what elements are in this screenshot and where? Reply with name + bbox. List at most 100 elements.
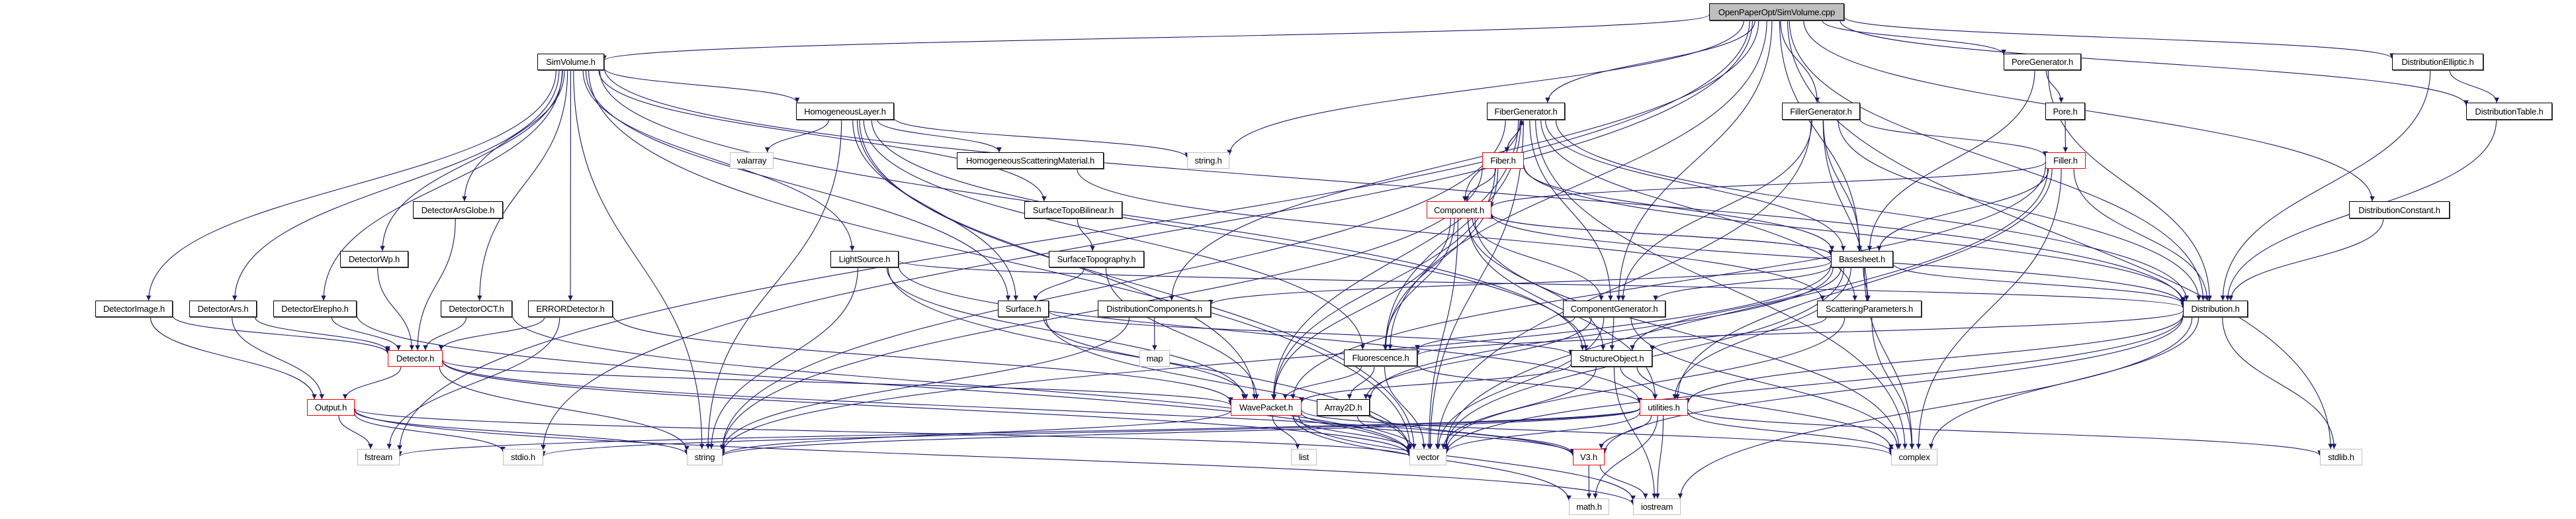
graph-node-componentgenerator[interactable]: ComponentGenerator.h — [1563, 301, 1666, 317]
graph-node-distribution[interactable]: Distribution.h — [2183, 301, 2248, 317]
graph-node-fibergenerator[interactable]: FiberGenerator.h — [1487, 103, 1565, 120]
edge-simvolume-to-surfacetopobilinear — [598, 70, 1047, 202]
graph-node-distributioncomponents[interactable]: DistributionComponents.h — [1098, 301, 1211, 317]
edge-simvolume-to-detectorarsglobe — [462, 70, 565, 202]
edge-fiber-to-basesheet — [1523, 166, 1835, 252]
graph-node-list: list — [1291, 449, 1317, 465]
graph-node-surfacetopography[interactable]: SurfaceTopography.h — [1049, 251, 1144, 267]
edge-componentgenerator-to-structureobject — [1609, 316, 1615, 351]
edge-surfacetopobilinear-to-surfacetopography — [1077, 218, 1095, 252]
graph-node-detectorars[interactable]: DetectorArs.h — [189, 301, 257, 317]
graph-node-v3[interactable]: V3.h — [1573, 449, 1605, 465]
graph-node-map: map — [1139, 350, 1170, 367]
edge-root-to-fibergenerator — [1545, 20, 1755, 103]
graph-node-array2d[interactable]: Array2D.h — [1317, 399, 1370, 416]
edge-errordetector-to-wavepacket — [612, 314, 1233, 402]
edge-homogeneouslayer-to-valarray — [764, 119, 829, 153]
edge-surface-to-structureobject — [1048, 310, 1574, 355]
edge-componentgenerator-to-complex — [1630, 316, 1900, 449]
edge-distributionconstant-to-distribution — [2228, 218, 2384, 301]
edge-surface-to-vector — [1045, 316, 1412, 451]
graph-node-lightsource[interactable]: LightSource.h — [830, 251, 899, 267]
edge-fillergenerator-to-basesheet — [1823, 119, 1863, 252]
edge-structureobject-to-vector — [1441, 366, 1597, 449]
edge-basesheet-to-string — [720, 264, 1832, 454]
graph-node-wavepacket[interactable]: WavePacket.h — [1231, 399, 1302, 416]
graph-node-output[interactable]: Output.h — [307, 399, 355, 416]
edge-detectorars-to-detector — [254, 316, 390, 352]
edge-structureobject-to-iostream — [1613, 366, 1658, 499]
edge-wavepacket-to-complex — [1301, 410, 1894, 456]
graph-node-fluorescence[interactable]: Fluorescence.h — [1344, 350, 1417, 366]
edge-fibergenerator-to-distribution — [1555, 119, 2190, 301]
edge-surfacetopography-to-surface — [1033, 267, 1085, 301]
graph-node-detectorarsglobe[interactable]: DetectorArsGlobe.h — [413, 201, 503, 218]
edge-root-to-simvolume — [601, 14, 1710, 61]
edge-root-to-fstream — [397, 20, 1750, 451]
graph-node-scatteringparameters[interactable]: ScatteringParameters.h — [1817, 301, 1922, 317]
edge-component-to-vector — [1426, 218, 1458, 449]
edge-utilities-to-fstream — [397, 408, 1640, 457]
edge-componentgenerator-to-array2d — [1363, 316, 1592, 400]
edge-array2d-to-vector — [1356, 415, 1417, 449]
edge-fiber-to-fibergenerator — [1506, 119, 1525, 153]
edge-output-to-vector — [354, 408, 1412, 457]
edge-detectorarsglobe-to-detector — [415, 218, 456, 351]
graph-node-component[interactable]: Component.h — [1427, 201, 1491, 218]
edge-wavepacket-to-iostream — [1298, 415, 1636, 501]
graph-node-homogeneousscatteringmaterial[interactable]: HomogeneousScatteringMaterial.h — [957, 152, 1104, 169]
graph-node-detectorelrepho[interactable]: DetectorElrepho.h — [273, 301, 357, 317]
graph-node-detector[interactable]: Detector.h — [388, 350, 443, 367]
graph-node-utilities[interactable]: utilities.h — [1640, 399, 1688, 416]
graph-node-fiber[interactable]: Fiber.h — [1482, 152, 1524, 169]
graph-node-vector: vector — [1409, 449, 1446, 465]
graph-node-errordetector[interactable]: ERRORDetector.h — [528, 301, 613, 317]
edge-basesheet-to-distribution — [1892, 263, 2186, 305]
edge-detectorars-to-output — [232, 316, 325, 400]
edge-fluorescence-to-array2d — [1347, 365, 1375, 400]
edge-fillergenerator-to-scatteringparameters — [1822, 119, 1870, 301]
edge-fluorescence-to-wavepacket — [1282, 365, 1362, 400]
edge-simvolume-to-detectorimage — [146, 70, 556, 301]
edge-output-to-iostream — [354, 409, 1636, 505]
graph-node-stdio: stdio.h — [503, 449, 543, 465]
edge-utilities-to-string — [720, 408, 1640, 457]
graph-node-pore[interactable]: Pore.h — [2045, 103, 2085, 120]
graph-node-surfacetopobilinear[interactable]: SurfaceTopoBilinear.h — [1024, 201, 1122, 218]
edge-basesheet-to-scatteringparameters — [1863, 267, 1871, 301]
edge-fibergenerator-to-basesheet — [1545, 119, 1846, 252]
edge-basesheet-to-array2d — [1367, 267, 1834, 401]
edge-filler-to-distribution — [2073, 168, 2210, 301]
edge-fiber-to-distribution — [1523, 165, 2186, 303]
edge-root-to-distribution — [1789, 20, 2206, 301]
graph-node-filler[interactable]: Filler.h — [2045, 152, 2086, 169]
graph-node-detectorimage[interactable]: DetectorImage.h — [95, 301, 173, 317]
graph-node-root: OpenPaperOpt/SimVolume.cpp — [1709, 3, 1844, 21]
edge-distribution-to-utilities — [1685, 314, 2184, 403]
graph-node-fillergenerator[interactable]: FillerGenerator.h — [1782, 103, 1860, 120]
graph-node-surface[interactable]: Surface.h — [998, 301, 1049, 317]
edge-detector-to-vector — [442, 361, 1412, 455]
edge-root-to-fillergenerator — [1780, 20, 1820, 103]
graph-node-distributionelliptic[interactable]: DistributionElliptic.h — [2392, 54, 2483, 70]
edge-simvolume-to-detectorwp — [380, 70, 563, 252]
graph-node-detectorwp[interactable]: DetectorWp.h — [340, 251, 408, 267]
graph-node-basesheet[interactable]: Basesheet.h — [1831, 251, 1893, 267]
edge-simvolume-to-surface — [585, 70, 1011, 301]
graph-node-structureobject[interactable]: StructureObject.h — [1571, 350, 1652, 367]
edge-filler-to-component — [1489, 162, 2046, 208]
edge-componentgenerator-to-fluorescence — [1415, 316, 1576, 351]
graph-node-distributiontable[interactable]: DistributionTable.h — [2466, 103, 2552, 120]
graph-node-detectoroct[interactable]: DetectorOCT.h — [441, 301, 512, 317]
edge-simvolume-to-detectorars — [232, 70, 560, 301]
graph-node-distributionconstant[interactable]: DistributionConstant.h — [2349, 201, 2450, 218]
graph-node-simvolume[interactable]: SimVolume.h — [537, 54, 604, 70]
edge-root-to-distributionconstant — [1803, 20, 2375, 202]
edge-v3-to-iostream — [1599, 465, 1648, 499]
graph-node-string: string — [687, 449, 723, 465]
edge-lightsource-to-utilities — [898, 265, 1642, 403]
graph-node-homogeneouslayer[interactable]: HomogeneousLayer.h — [796, 103, 894, 120]
graph-node-poregenerator[interactable]: PoreGenerator.h — [2004, 54, 2081, 70]
edge-detector-to-wavepacket — [442, 359, 1233, 406]
